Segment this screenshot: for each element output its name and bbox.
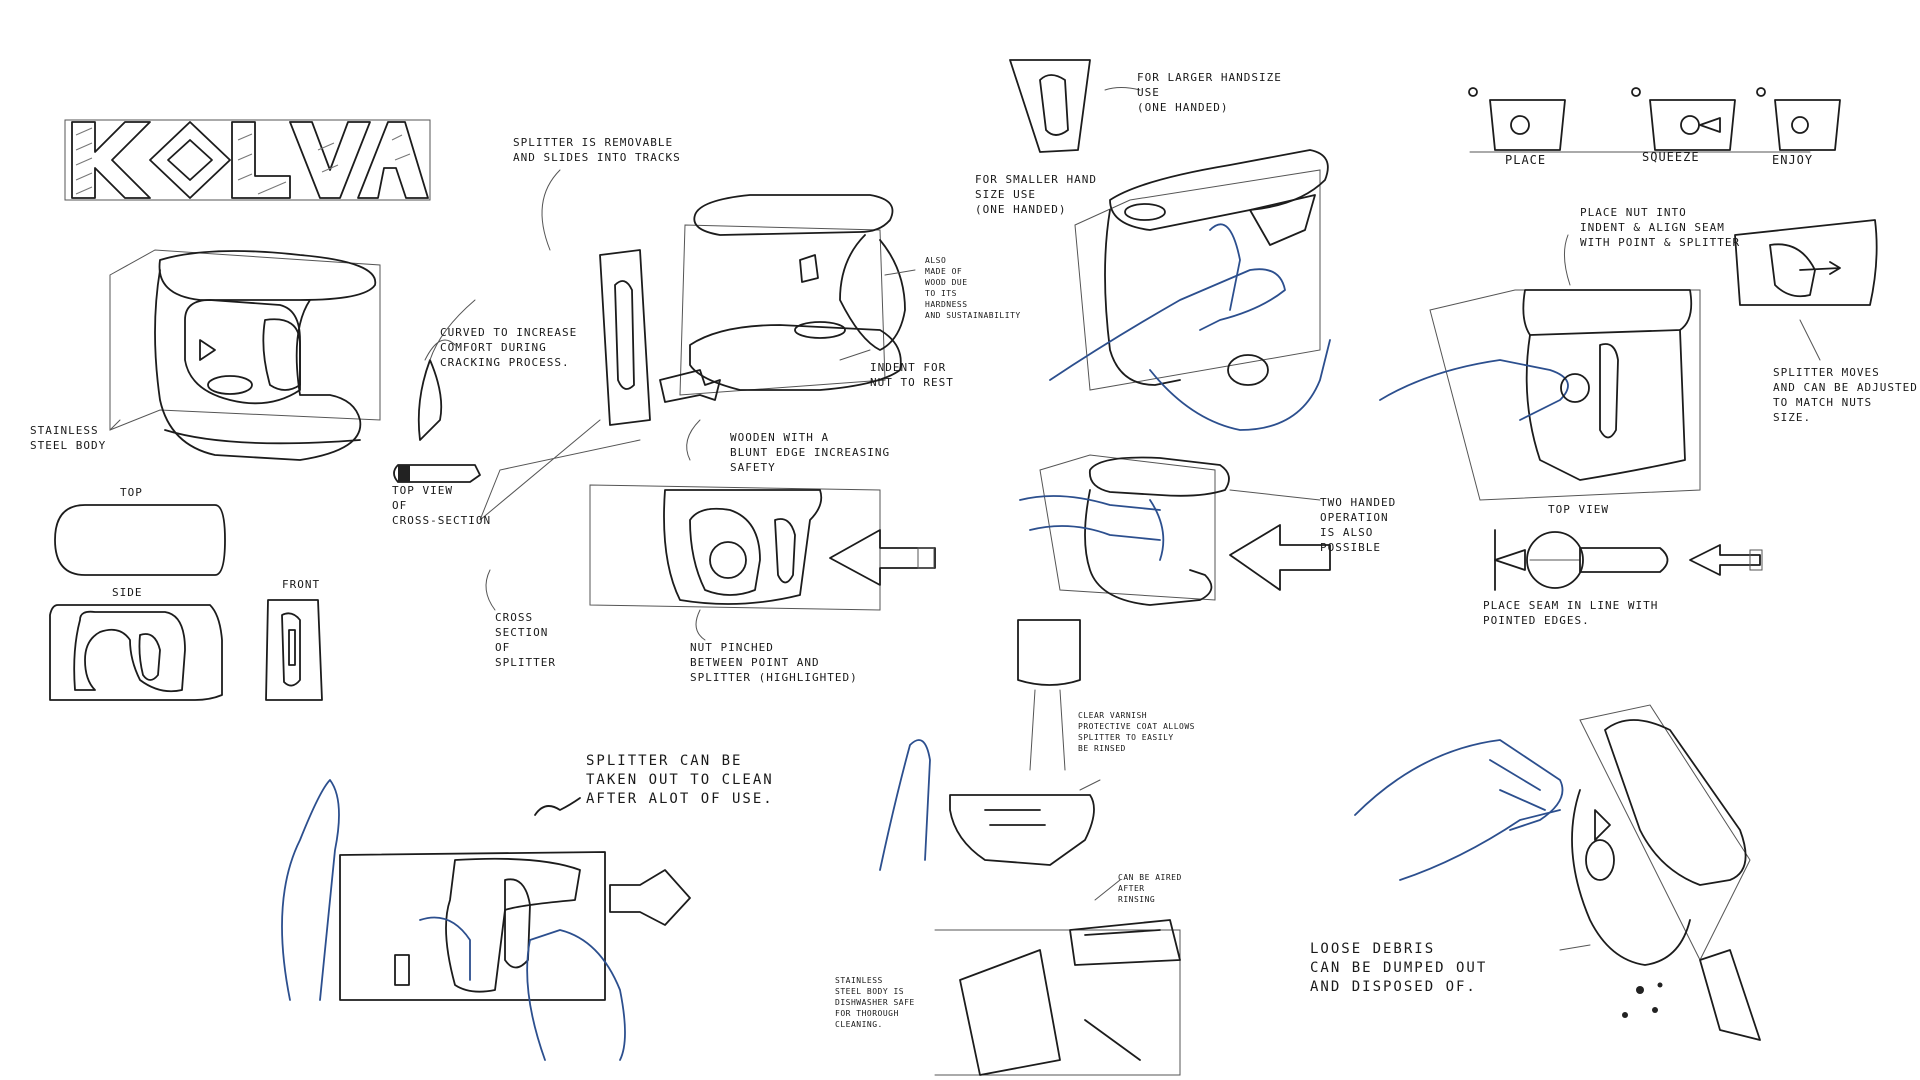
nut-pinched-detail bbox=[589, 484, 936, 611]
two-handed-use-sketch bbox=[1019, 454, 1331, 606]
handsize-sketch bbox=[1009, 59, 1091, 153]
note-wooden-blunt-edge: Wooden with a blunt edge increasing safe… bbox=[730, 431, 891, 474]
note-two-handed: Two handed operation is also possible bbox=[1320, 496, 1397, 554]
note-cross-section-splitter: Cross section of splitter bbox=[495, 611, 556, 669]
note-place-seam: Place seam in line with pointed edges. bbox=[1483, 599, 1659, 627]
dump-debris-sketch bbox=[1354, 704, 1761, 1041]
orthographic-views bbox=[49, 504, 323, 701]
note-splitter-clean: Splitter can be taken out to clean after… bbox=[586, 753, 774, 807]
note-splitter-moves: Splitter moves and can be adjusted to ma… bbox=[1773, 366, 1918, 424]
note-splitter-removable: Splitter is removable and slides into tr… bbox=[513, 136, 681, 164]
label-top-view-2: TOP VIEW bbox=[1548, 503, 1609, 516]
note-clear-varnish: Clear varnish protective coat allows spl… bbox=[1078, 711, 1195, 753]
exploded-view bbox=[479, 194, 906, 521]
label-top-view: TOP bbox=[120, 486, 143, 499]
logo-lettering bbox=[64, 119, 431, 201]
note-nut-pinched: Nut pinched between point and splitter (… bbox=[690, 641, 858, 684]
usage-steps-strip bbox=[1468, 87, 1841, 153]
top-view-seam-sketch bbox=[1494, 529, 1763, 591]
rinsing-sketch bbox=[879, 619, 1181, 1076]
step-enjoy: ENJOY bbox=[1772, 153, 1814, 167]
splitter-cleaning-sketch bbox=[281, 779, 691, 1061]
note-indent-nut-rest: Indent for nut to rest bbox=[870, 361, 954, 389]
note-larger-handsize: For larger handsize use (one handed) bbox=[1137, 71, 1282, 114]
note-curved-comfort: Curved to increase comfort during cracki… bbox=[440, 326, 578, 369]
label-side-view: SIDE bbox=[112, 586, 143, 599]
note-place-nut: Place nut into indent & align seam with … bbox=[1580, 206, 1741, 249]
place-nut-sketch bbox=[1379, 219, 1878, 501]
leader-lines bbox=[109, 87, 1821, 951]
note-dishwasher-safe: Stainless steel body is dishwasher safe … bbox=[835, 976, 915, 1029]
note-aired-after-rinsing: Can be aired after rinsing bbox=[1118, 873, 1182, 904]
note-stainless-body: Stainless steel body bbox=[30, 424, 107, 452]
one-handed-use-sketch bbox=[1049, 149, 1331, 431]
note-also-made-of-wood: Also made of wood due to its hardness an… bbox=[925, 256, 1021, 320]
step-squeeze: SQUEEZE bbox=[1642, 150, 1700, 164]
product-perspective-main bbox=[109, 249, 381, 461]
note-loose-debris: Loose debris can be dumped out and dispo… bbox=[1310, 941, 1488, 995]
label-front-view: FRONT bbox=[282, 578, 321, 591]
cross-section-detail bbox=[393, 339, 481, 483]
step-place: PLACE bbox=[1505, 153, 1547, 167]
note-top-view-cross-section: Top view of cross-section bbox=[392, 484, 492, 527]
note-smaller-handsize: For smaller hand size use (one handed) bbox=[975, 173, 1097, 216]
